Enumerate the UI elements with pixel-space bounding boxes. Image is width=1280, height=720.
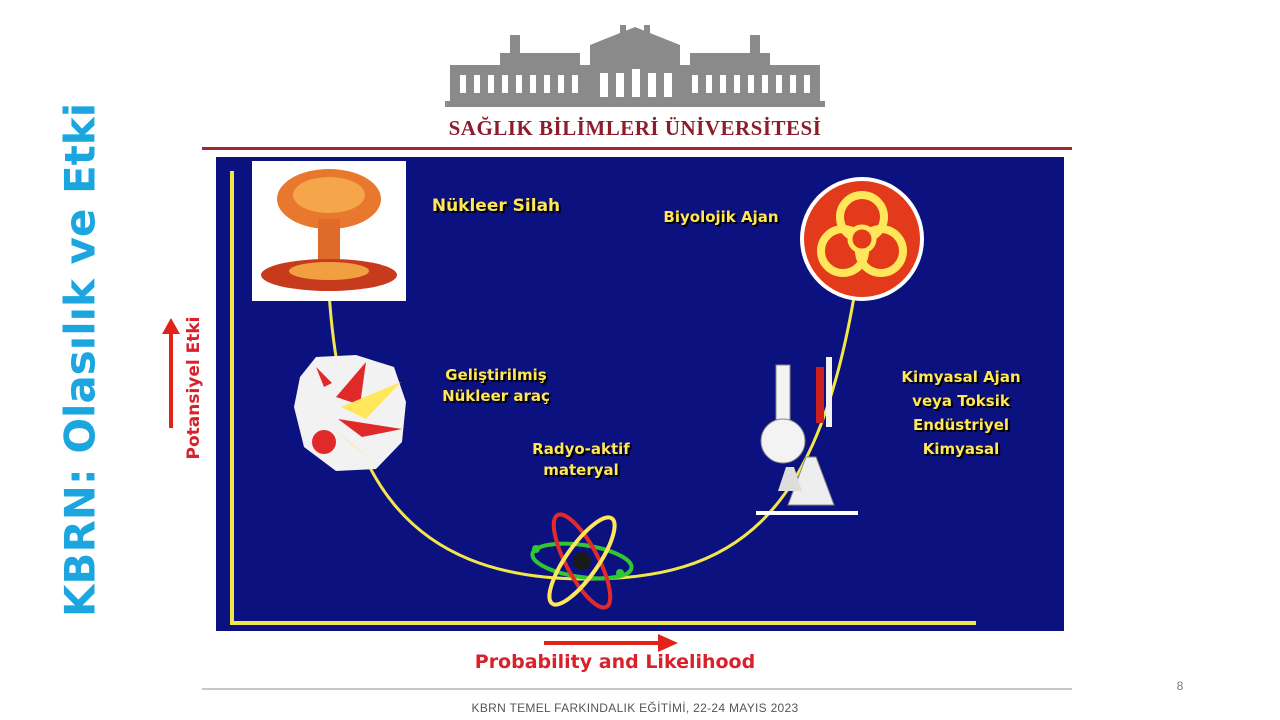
explosion-icon (294, 355, 406, 471)
label-radioactive-material: Radyo-aktif materyal (532, 440, 630, 479)
label-nuclear-weapon: Nükleer Silah (431, 196, 561, 216)
label-biological-agent: Biyolojik Ajan (663, 208, 779, 226)
atom-icon (530, 512, 634, 610)
diagram-panel: Nükleer Silah Biyolojik Ajan Geliştirilm… (216, 157, 1064, 631)
label-chemical-agent: Kimyasal Ajan veya Toksik Endüstriyel Ki… (901, 368, 1021, 458)
footer-text: KBRN TEMEL FARKINDALIK EĞİTİMİ, 22-24 MA… (471, 701, 799, 715)
footer-divider (202, 688, 1072, 690)
header-divider (202, 147, 1072, 150)
axis-lines (230, 171, 976, 625)
biohazard-icon (800, 177, 924, 301)
mushroom-cloud-icon (252, 161, 406, 301)
page-number: 8 (1176, 679, 1184, 693)
label-improvised-nuclear-device: Geliştirilmiş Nükleer araç (442, 366, 550, 405)
university-logo (440, 25, 830, 145)
lab-flask-icon (756, 357, 858, 515)
x-axis-label: Probability and Likelihood (474, 651, 756, 673)
y-axis-arrow-icon (162, 318, 180, 428)
diagram-graphics (230, 161, 976, 625)
building-icon (445, 25, 825, 107)
x-axis-arrow-icon (544, 634, 678, 652)
university-name: SAĞLIK BİLİMLERİ ÜNİVERSİTESİ (448, 116, 822, 140)
